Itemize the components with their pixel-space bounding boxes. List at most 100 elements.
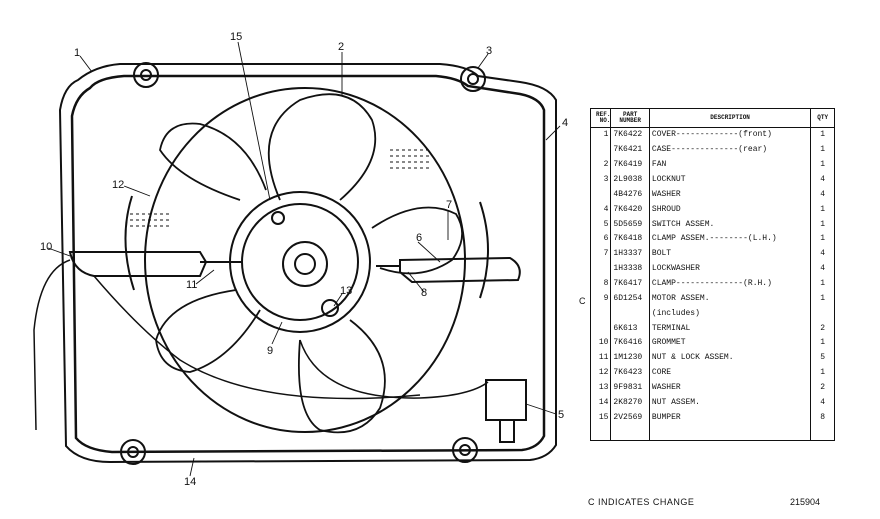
core-right xyxy=(479,201,489,299)
ref-cell xyxy=(591,306,611,321)
part-number-cell: 1H3337 xyxy=(610,246,650,262)
fan-ring xyxy=(144,87,466,433)
qty-cell xyxy=(810,306,835,322)
part-number-cell: 2V2569 xyxy=(610,410,650,425)
clamp-left xyxy=(68,251,208,277)
qty-cell: 8 xyxy=(810,410,835,425)
callout-12: 12 xyxy=(112,179,124,191)
description-cell: SWITCH ASSEM. xyxy=(648,217,811,233)
qty-cell: 4 xyxy=(810,246,835,262)
motor-housing xyxy=(229,191,371,333)
description-cell: COVER-------------(front) xyxy=(648,127,811,143)
description-cell: BUMPER xyxy=(648,410,811,425)
description-cell: (includes) xyxy=(648,306,811,322)
callout-4: 4 xyxy=(562,117,568,129)
qty-cell: 4 xyxy=(810,172,835,188)
qty-cell: 4 xyxy=(810,261,835,277)
qty-cell: 4 xyxy=(810,187,835,203)
callout-13: 13 xyxy=(340,285,352,297)
callout-1: 1 xyxy=(74,47,80,59)
part-number-cell: 6K613 xyxy=(610,321,650,336)
description-cell: BOLT xyxy=(648,246,811,262)
description-cell: CLAMP--------------(R.H.) xyxy=(648,276,811,292)
ref-cell: 4 xyxy=(603,204,609,214)
callout-5: 5 xyxy=(558,409,564,421)
description-cell: WASHER xyxy=(648,187,811,203)
core-left xyxy=(124,195,135,291)
table-row: (includes) xyxy=(591,306,835,322)
callout-9: 9 xyxy=(267,345,273,357)
mount-boss-top-left xyxy=(133,62,159,88)
part-number-cell: 2K8270 xyxy=(610,395,650,411)
description-cell: LOCKWASHER xyxy=(648,261,811,277)
change-indicator: C xyxy=(579,296,586,306)
callout-6: 6 xyxy=(416,232,422,244)
mount-boss-bottom-right xyxy=(452,437,478,463)
part-number-cell: 7K6417 xyxy=(610,276,650,292)
description-cell: GROMMET xyxy=(648,335,811,351)
fan-blades xyxy=(155,93,463,434)
mount-boss-top-right xyxy=(460,66,486,92)
qty-cell: 1 xyxy=(810,291,835,307)
description-cell: MOTOR ASSEM. xyxy=(648,291,811,307)
part-number-cell xyxy=(610,306,650,322)
ref-cell: 7 xyxy=(603,249,609,259)
wiring-harness xyxy=(33,259,489,431)
callout-8: 8 xyxy=(421,287,427,299)
ref-cell: 12 xyxy=(598,368,609,378)
part-number-cell: 7K6422 xyxy=(610,127,650,143)
qty-cell: 2 xyxy=(810,321,835,336)
part-number-cell: 1M1230 xyxy=(610,350,650,366)
description-cell: LOCKNUT xyxy=(648,172,811,188)
qty-cell: 1 xyxy=(810,202,835,218)
part-number-cell: 4B4276 xyxy=(610,187,650,203)
shroud-outline xyxy=(70,74,546,454)
header-part-number: PART NUMBER xyxy=(610,108,650,128)
qty-cell: 1 xyxy=(810,217,835,233)
ref-cell: 6 xyxy=(603,234,609,244)
description-cell: CASE--------------(rear) xyxy=(648,142,811,158)
callout-11: 11 xyxy=(186,279,197,291)
fan-assembly-diagram: 1 2 3 4 5 6 7 8 9 10 11 12 13 14 15 xyxy=(33,31,568,488)
table-filler-row xyxy=(591,425,835,441)
ref-cell: 1 xyxy=(603,130,609,140)
ref-cell xyxy=(591,188,611,203)
part-number-cell: 7K6420 xyxy=(610,202,650,218)
ref-cell xyxy=(591,262,611,277)
part-number-cell: 7K6419 xyxy=(610,157,650,173)
qty-cell: 1 xyxy=(810,157,835,173)
part-number-cell: 2L9038 xyxy=(610,172,650,188)
switch-assembly xyxy=(485,379,527,421)
ref-cell: 8 xyxy=(603,278,609,288)
part-number-cell: 9F9831 xyxy=(610,380,650,396)
part-number-cell: 1H3338 xyxy=(610,261,650,277)
qty-cell: 2 xyxy=(810,380,835,396)
change-footnote: C INDICATES CHANGE xyxy=(588,497,695,507)
ref-cell: 2 xyxy=(603,160,609,170)
qty-cell: 1 xyxy=(810,127,835,143)
callout-3: 3 xyxy=(486,45,492,57)
ref-cell: 14 xyxy=(598,397,609,407)
motor-hub xyxy=(282,241,328,287)
qty-cell: 5 xyxy=(810,350,835,366)
callout-7: 7 xyxy=(446,199,452,211)
header-qty: QTY xyxy=(810,108,835,128)
part-number-cell: 7K6423 xyxy=(610,365,650,381)
clamp-right xyxy=(399,256,521,284)
qty-cell: 1 xyxy=(810,335,835,351)
ref-cell: 15 xyxy=(598,412,609,422)
parts-list-header: REF. NO. PART NUMBER DESCRIPTION QTY xyxy=(590,108,835,128)
description-cell: NUT ASSEM. xyxy=(648,395,811,411)
qty-cell: 4 xyxy=(810,395,835,411)
